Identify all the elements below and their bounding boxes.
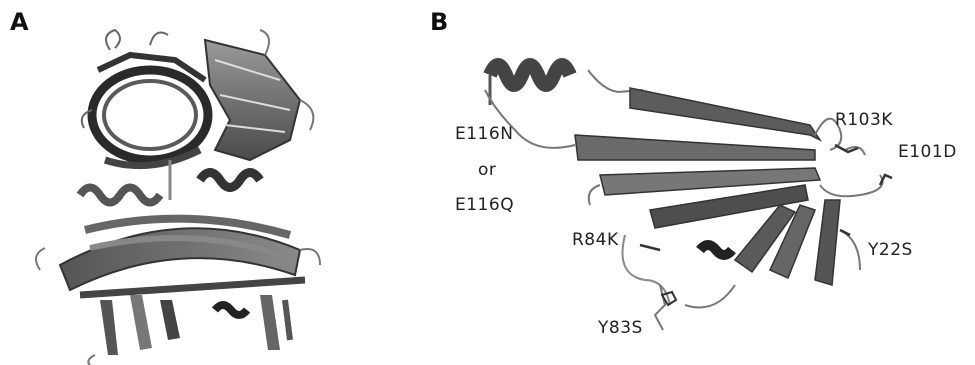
label-or: or [478,160,496,180]
n-terminal-helix [490,65,643,105]
label-y83s: Y83S [598,318,643,338]
label-y22s: Y22S [868,240,913,260]
label-r103k: R103K [835,110,893,130]
label-e101d: E101D [898,142,957,162]
label-e116q: E116Q [455,195,514,215]
label-r84k: R84K [572,230,619,250]
label-e116n: E116N [455,124,513,144]
strand-1 [630,88,820,140]
